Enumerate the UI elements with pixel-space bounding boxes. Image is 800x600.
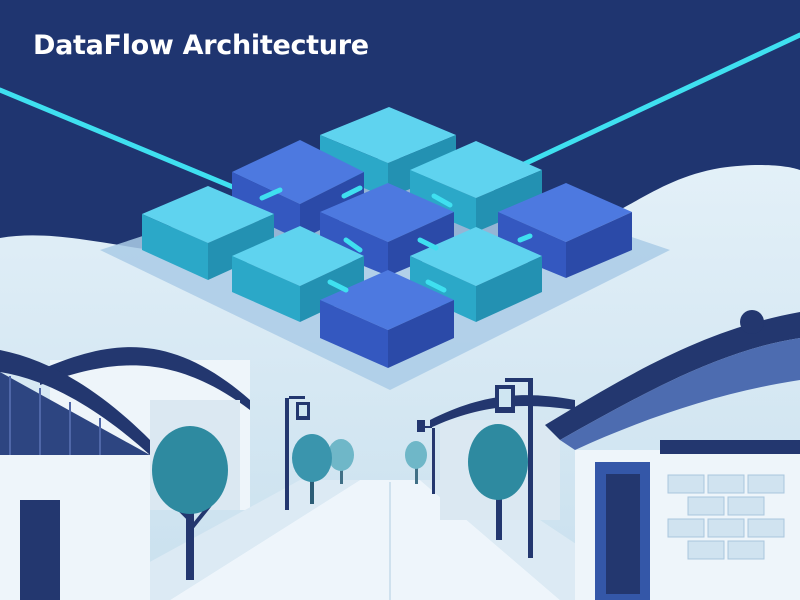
street-lamp <box>285 396 310 510</box>
tree <box>152 426 228 580</box>
brick-wall <box>667 474 785 560</box>
cube <box>142 186 274 280</box>
door-inner <box>606 474 640 594</box>
door-left <box>20 500 60 600</box>
cube <box>498 183 632 278</box>
cube-connectors <box>259 185 533 293</box>
wall-cap <box>660 440 800 454</box>
cube-grid-illustration <box>142 107 632 368</box>
tree <box>292 434 332 504</box>
tree <box>328 439 354 484</box>
hanok-roof <box>0 350 150 455</box>
page-title: DataFlow Architecture <box>33 30 369 61</box>
tree <box>468 424 528 540</box>
street-lamp <box>417 420 435 494</box>
tree <box>405 441 427 484</box>
street-lamp <box>495 378 533 558</box>
cube <box>232 226 364 322</box>
cube <box>320 270 454 368</box>
street-road <box>170 480 560 600</box>
cube <box>232 140 364 240</box>
hanok-roof <box>545 310 800 450</box>
